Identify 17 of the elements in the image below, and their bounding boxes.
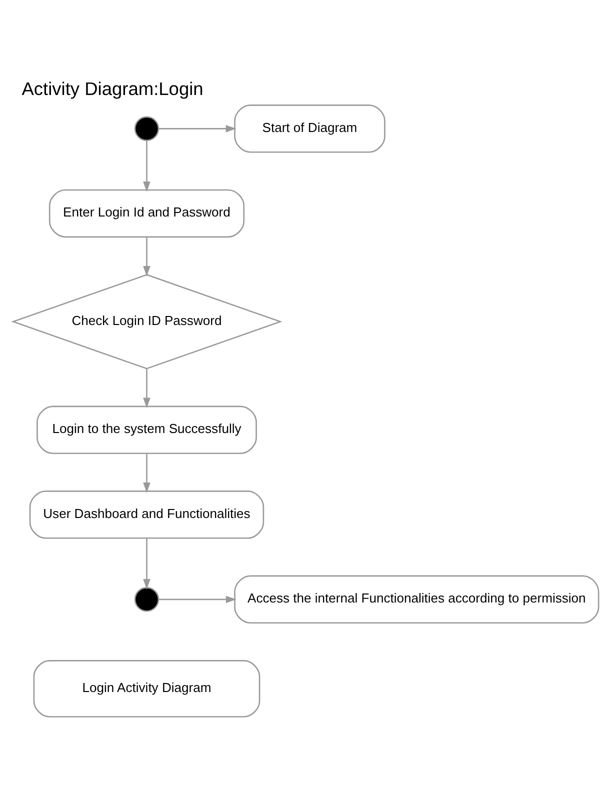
arrow [143, 237, 150, 276]
arrow [143, 454, 150, 493]
arrow [143, 140, 150, 192]
arrow [158, 596, 236, 604]
node-diamond: Check Login ID Password [11, 274, 282, 370]
arrow [143, 369, 150, 408]
node-circle [134, 587, 160, 612]
node-box: User Dashboard and Functionalities [29, 490, 264, 539]
node-box: Login Activity Diagram [33, 660, 260, 718]
node-circle [134, 116, 160, 142]
node-box: Login to the system Successfully [36, 406, 257, 454]
diagram-title: Activity Diagram:Login [22, 78, 204, 100]
node-box: Access the internal Functionalities according to permission [234, 575, 600, 624]
node-box: Enter Login Id and Password [48, 189, 245, 238]
arrow [158, 125, 236, 132]
node-box: Start of Diagram [234, 104, 386, 153]
arrow [143, 538, 150, 590]
